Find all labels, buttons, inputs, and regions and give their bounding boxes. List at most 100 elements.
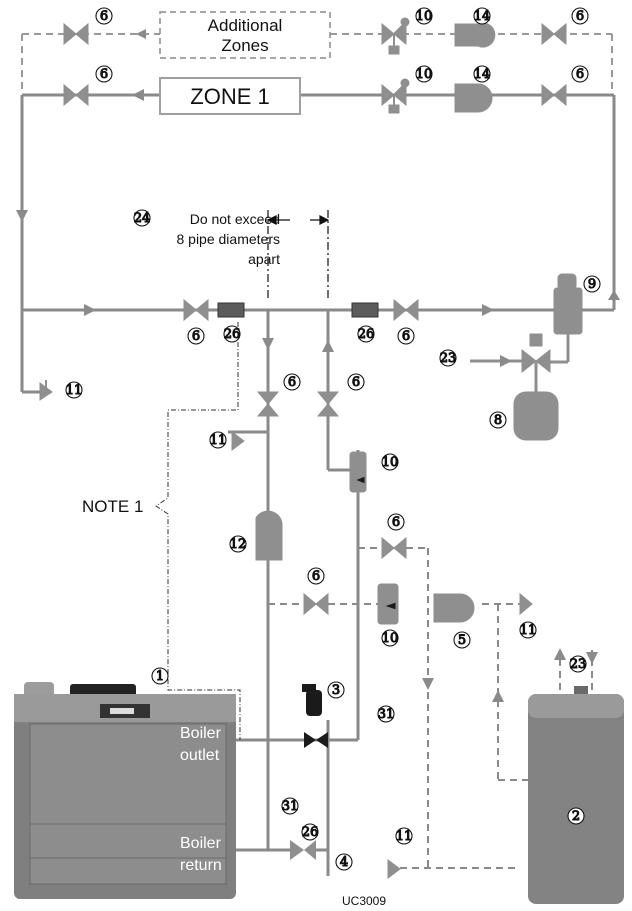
flow-arrow-dhw-up — [492, 690, 504, 702]
flow-arrow-dhw-in — [586, 652, 598, 664]
svg-text:10: 10 — [416, 9, 433, 24]
svg-text:6: 6 — [352, 375, 360, 390]
boiler-fittings — [290, 684, 328, 860]
callout-20: 23 — [439, 349, 457, 367]
water-heater — [528, 686, 624, 904]
callout-8: 8 — [489, 411, 507, 429]
circulator-icon — [454, 22, 496, 48]
additional-zones-box: Additional Zones — [159, 11, 331, 59]
svg-text:11: 11 — [210, 433, 227, 448]
check-valve-icon — [290, 840, 316, 860]
sensor-icon — [217, 302, 245, 318]
svg-text:31: 31 — [378, 707, 395, 722]
svg-text:6: 6 — [100, 67, 108, 82]
primary-equipment — [39, 298, 419, 401]
isolation-valve-icon — [303, 592, 329, 616]
boiler-return-line2: return — [180, 857, 222, 874]
dimension-lines — [266, 210, 330, 300]
callout-6: 6 — [307, 567, 325, 585]
callout-31: 31 — [281, 797, 299, 815]
callout-2: 2 — [567, 807, 585, 825]
top-equipment — [63, 17, 567, 114]
callout-6: 6 — [95, 65, 113, 83]
svg-text:26: 26 — [358, 327, 375, 342]
dhw-branch — [268, 547, 593, 869]
svg-text:31: 31 — [282, 799, 299, 814]
purge-valve-icon — [231, 431, 245, 451]
callout-3: 3 — [327, 681, 345, 699]
svg-text:11: 11 — [66, 383, 83, 398]
note1-label: NOTE 1 — [82, 497, 143, 516]
svg-text:23: 23 — [570, 657, 587, 672]
flow-arrow-dhw-down — [422, 678, 434, 690]
callout-31: 31 — [377, 705, 395, 723]
svg-text:11: 11 — [396, 829, 413, 844]
flow-arrow-zone1 — [132, 89, 144, 101]
svg-text:14: 14 — [474, 9, 491, 24]
flow-arrow-down — [262, 338, 274, 350]
svg-text:26: 26 — [224, 327, 241, 342]
callout-14: 14 — [473, 7, 491, 25]
callout-6: 6 — [571, 65, 589, 83]
callout-9: 9 — [583, 275, 601, 293]
svg-text:9: 9 — [588, 277, 596, 292]
isolation-valve-icon — [381, 536, 407, 560]
circulator-icon — [454, 83, 493, 113]
isolation-valve-icon — [63, 83, 89, 107]
svg-text:6: 6 — [402, 329, 410, 344]
svg-text:10: 10 — [416, 67, 433, 82]
callout-10: 10 — [381, 629, 399, 647]
callout-6: 6 — [571, 7, 589, 25]
callout-1: 1 — [151, 667, 169, 685]
svg-text:8: 8 — [494, 413, 502, 428]
flow-arrow-additional — [136, 29, 146, 39]
figure-code: UC3009 — [342, 894, 386, 908]
additional-zones-label-line2: Zones — [221, 36, 268, 55]
primary-loop — [20, 308, 614, 394]
callout-11: 11 — [209, 431, 227, 449]
svg-text:10: 10 — [382, 631, 399, 646]
dhw-equipment — [303, 536, 533, 879]
callout-14: 14 — [473, 65, 491, 83]
callout-23: 23 — [569, 655, 587, 673]
flow-arrow-up — [322, 340, 334, 352]
isolation-valve-icon — [393, 298, 419, 322]
svg-text:6: 6 — [312, 569, 320, 584]
svg-text:2: 2 — [572, 809, 580, 824]
callout-26: 26 — [301, 823, 319, 841]
callout-6: 6 — [347, 373, 365, 391]
flow-arrow-left-down — [16, 210, 28, 222]
callout-5: 5 — [453, 631, 471, 649]
isolation-valve-icon — [183, 298, 209, 322]
callouts: 6 10 14 6 6 10 14 6 24 9 6 26 26 6 23 11… — [65, 7, 601, 871]
isolation-valve-icon — [541, 83, 567, 107]
additional-zones-loop — [21, 33, 613, 90]
svg-text:26: 26 — [302, 825, 319, 840]
air-separator-assembly — [470, 273, 583, 441]
svg-text:6: 6 — [576, 9, 584, 24]
note21-line2: 8 pipe diameters — [176, 231, 280, 247]
svg-text:14: 14 — [474, 67, 491, 82]
svg-text:23: 23 — [440, 351, 457, 366]
svg-text:6: 6 — [576, 67, 584, 82]
relief-valve-icon — [306, 690, 322, 716]
boiler-outlet-line1: Boiler — [180, 725, 222, 742]
note1-bracket — [155, 322, 241, 740]
flow-arrow-primary — [84, 304, 96, 316]
isolation-valve-icon — [63, 22, 89, 46]
callout-10: 10 — [381, 453, 399, 471]
sensor-icon — [351, 302, 379, 318]
svg-text:4: 4 — [340, 855, 348, 870]
boiler-loop-equipment — [231, 391, 367, 561]
flow-arrow-primary-2 — [482, 304, 494, 316]
callout-6: 6 — [387, 513, 405, 531]
boiler-unit: Boiler outlet Boiler return — [14, 682, 236, 899]
circulator-icon — [255, 510, 283, 561]
svg-text:10: 10 — [382, 455, 399, 470]
zone1-label: ZONE 1 — [190, 84, 269, 109]
circulator-icon — [433, 593, 475, 623]
purge-valve-icon — [519, 592, 533, 616]
svg-text:6: 6 — [392, 515, 400, 530]
additional-zones-label-line1: Additional — [208, 16, 283, 35]
